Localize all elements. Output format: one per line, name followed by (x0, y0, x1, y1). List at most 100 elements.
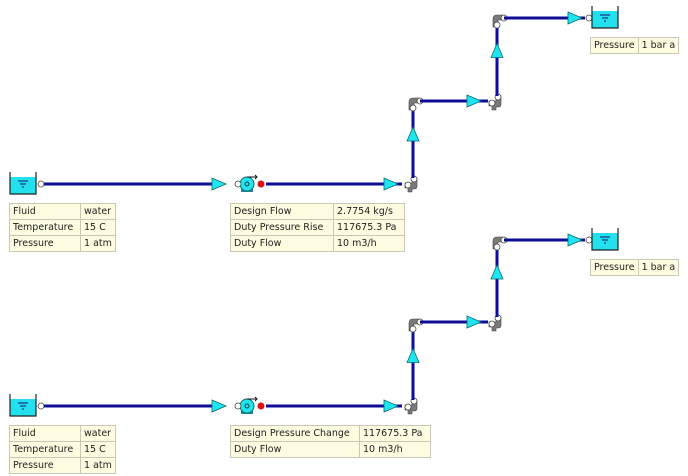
connection-node[interactable] (493, 21, 501, 29)
prop-label: Fluid (9, 203, 81, 220)
connection-node[interactable] (234, 402, 242, 410)
prop-value[interactable]: 1 atm (80, 235, 116, 252)
tank-liquid (10, 399, 36, 416)
prop-label: Duty Pressure Rise (230, 219, 334, 236)
prop-label: Pressure (9, 457, 81, 474)
elbow-fitting-icon[interactable] (488, 93, 502, 111)
water-level-icon (18, 402, 28, 410)
connection-node[interactable] (234, 180, 242, 188)
prop-value[interactable]: 117675.3 Pa (359, 425, 431, 442)
prop-label: Pressure (590, 259, 639, 276)
flow-arrow-icon (567, 11, 584, 25)
pump-discharge-arrow (247, 174, 258, 180)
connection-node[interactable] (404, 181, 412, 189)
prop-value[interactable]: 1 bar a (637, 37, 680, 54)
connection-node[interactable] (493, 243, 501, 251)
tank-liquid (10, 177, 36, 194)
flow-arrow-icon (466, 94, 483, 108)
connection-node[interactable] (488, 320, 496, 328)
connection-node[interactable] (585, 236, 593, 244)
flow-arrow-icon (490, 42, 504, 58)
prop-value[interactable]: water (80, 425, 116, 442)
source-tank[interactable] (9, 172, 37, 195)
pump-discharge-arrow (247, 396, 258, 402)
prop-label: Fluid (9, 425, 81, 442)
centrifugal-pump[interactable] (234, 174, 258, 192)
prop-value[interactable]: 2.7754 kg/s (333, 203, 405, 220)
prop-label: Design Pressure Change (230, 425, 360, 442)
pump-icon (239, 176, 255, 192)
connection-node[interactable] (409, 325, 417, 333)
prop-label: Design Flow (230, 203, 334, 220)
prop-label: Duty Flow (230, 235, 334, 252)
pump-outlet-node[interactable] (257, 402, 265, 410)
flow-arrow-icon (383, 399, 400, 413)
pump-impeller (244, 403, 250, 409)
flow-arrow-icon (567, 233, 584, 247)
tank-outline (591, 228, 619, 251)
connection-node[interactable] (37, 402, 45, 410)
water-level-icon (18, 180, 28, 188)
flow-arrow-icon (490, 263, 504, 280)
flow-arrow-icon (406, 125, 420, 142)
prop-label: Duty Flow (230, 441, 360, 458)
prop-label: Temperature (9, 219, 81, 236)
tank-outline (9, 394, 37, 417)
prop-value[interactable]: 15 C (80, 219, 116, 236)
flow-arrow-icon (406, 347, 420, 363)
prop-label: Pressure (590, 37, 639, 54)
elbow-fitting-icon[interactable] (488, 314, 502, 332)
connection-node[interactable] (409, 104, 417, 112)
destination-tank[interactable] (591, 6, 619, 29)
prop-value[interactable]: 10 m3/h (333, 235, 405, 252)
tank-liquid (592, 233, 618, 250)
flow-arrow-icon (211, 177, 228, 191)
connection-node[interactable] (488, 99, 496, 107)
water-level-icon (600, 14, 610, 22)
elbow-fitting-icon[interactable] (404, 397, 418, 415)
tank-liquid (592, 11, 618, 28)
connection-node[interactable] (37, 180, 45, 188)
flow-arrow-icon (383, 177, 400, 191)
flow-arrow-icon (211, 399, 228, 413)
source-tank[interactable] (9, 394, 37, 417)
pump-icon (239, 398, 255, 414)
prop-label: Temperature (9, 441, 81, 458)
centrifugal-pump[interactable] (234, 396, 258, 414)
connection-node[interactable] (585, 14, 593, 22)
pump-outlet-node[interactable] (257, 180, 265, 188)
prop-value[interactable]: water (80, 203, 116, 220)
elbow-fitting-icon[interactable] (404, 175, 418, 193)
prop-value[interactable]: 1 bar a (637, 259, 680, 276)
destination-tank[interactable] (591, 228, 619, 251)
connection-node[interactable] (404, 403, 412, 411)
flow-arrow-icon (466, 315, 483, 329)
pump-impeller (244, 181, 250, 187)
tank-outline (591, 6, 619, 29)
water-level-icon (600, 236, 610, 244)
prop-value[interactable]: 10 m3/h (359, 441, 431, 458)
prop-value[interactable]: 1 atm (80, 457, 116, 474)
prop-value[interactable]: 117675.3 Pa (333, 219, 405, 236)
prop-value[interactable]: 15 C (80, 441, 116, 458)
